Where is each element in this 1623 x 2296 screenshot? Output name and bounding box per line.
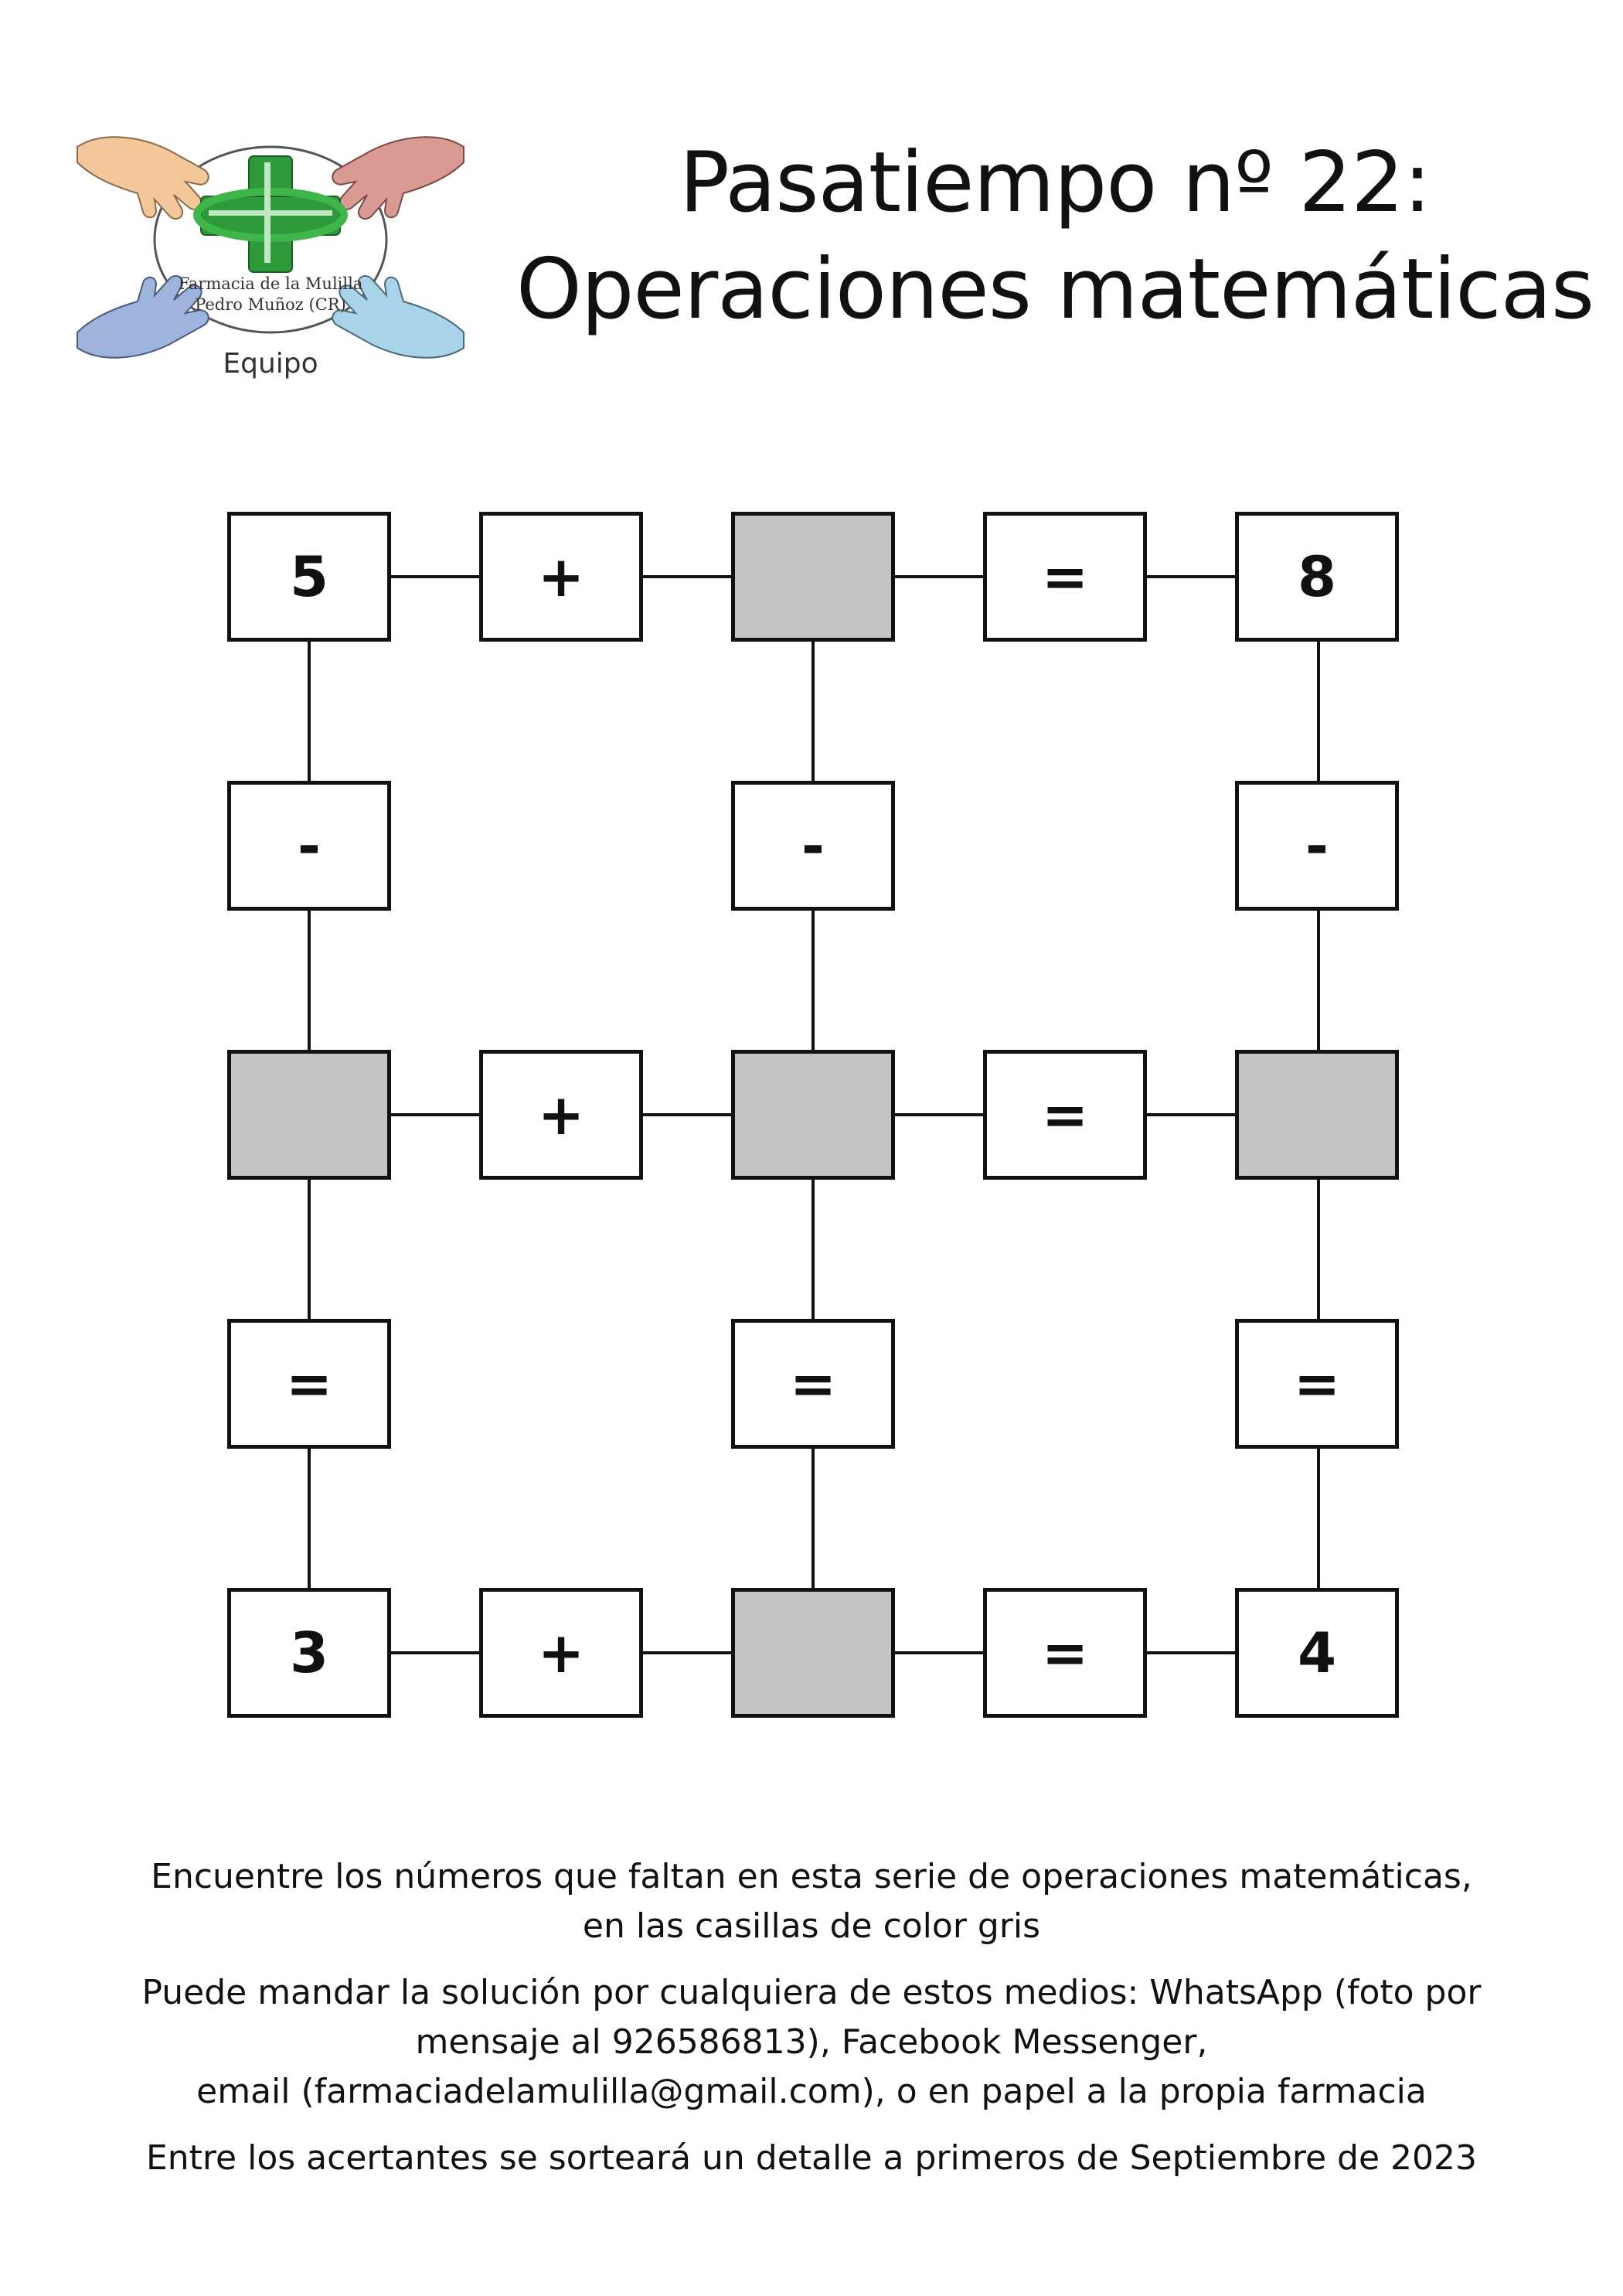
cell-r0-c1: +: [479, 512, 643, 642]
cell-r0-c4: 8: [1235, 512, 1399, 642]
instructions-paragraph-1: Encuentre los números que faltan en esta…: [77, 1852, 1546, 1951]
instructions-paragraph-2: Puede mandar la solución por cualquiera …: [77, 1968, 1546, 2117]
cell-r3-c4: =: [1235, 1319, 1399, 1449]
page-title: Pasatiempo nº 22: Operaciones matemática…: [502, 130, 1608, 343]
blank-cell-r2-c2[interactable]: [731, 1050, 895, 1180]
cell-r2-c1: +: [479, 1050, 643, 1180]
cell-r2-c3: =: [983, 1050, 1147, 1180]
instructions-p1-line1: Encuentre los números que faltan en esta…: [151, 1857, 1472, 1896]
green-cross-icon: [193, 155, 348, 273]
cell-r4-c4: 4: [1235, 1588, 1399, 1718]
instructions-paragraph-3: Entre los acertantes se sorteará un deta…: [77, 2134, 1546, 2183]
blank-cell-r0-c2[interactable]: [731, 512, 895, 642]
cell-r3-c0: =: [227, 1319, 391, 1449]
cell-r4-c3: =: [983, 1588, 1147, 1718]
blank-cell-r4-c2[interactable]: [731, 1588, 895, 1718]
instructions-p2-line1: Puede mandar la solución por cualquiera …: [141, 1973, 1482, 2012]
cell-r4-c0: 3: [227, 1588, 391, 1718]
hands-cross-logo-icon: [77, 136, 464, 359]
instructions-p2-line2: mensaje al 926586813), Facebook Messenge…: [415, 2022, 1208, 2062]
logo-text-line1: Farmacia de la Mulilla: [178, 274, 363, 293]
cell-r0-c0: 5: [227, 512, 391, 642]
cell-r1-c0: -: [227, 781, 391, 911]
pharmacy-logo: Farmacia de la Mulilla Pedro Muñoz (CR) …: [70, 116, 471, 394]
title-line1: Pasatiempo nº 22:: [679, 135, 1431, 231]
red-hand-icon: [332, 136, 464, 220]
cell-r4-c1: +: [479, 1588, 643, 1718]
blank-cell-r2-c0[interactable]: [227, 1050, 391, 1180]
logo-caption: Equipo: [223, 348, 318, 380]
lightblue-hand-icon: [332, 274, 464, 359]
cell-r1-c4: -: [1235, 781, 1399, 911]
instructions-p3-line1: Entre los acertantes se sorteará un deta…: [145, 2138, 1477, 2178]
title-line2: Operaciones matemáticas: [515, 241, 1594, 338]
blank-cell-r2-c4[interactable]: [1235, 1050, 1399, 1180]
instructions-p1-line2: en las casillas de color gris: [582, 1906, 1041, 1946]
cell-r0-c3: =: [983, 512, 1147, 642]
orange-hand-icon: [77, 136, 209, 220]
blue-hand-icon: [77, 274, 209, 359]
cell-r3-c2: =: [731, 1319, 895, 1449]
cell-r1-c2: -: [731, 781, 895, 911]
instructions-p2-line3: email (farmaciadelamulilla@gmail.com), o…: [196, 2072, 1427, 2111]
logo-text-line2: Pedro Muñoz (CR): [195, 295, 346, 314]
